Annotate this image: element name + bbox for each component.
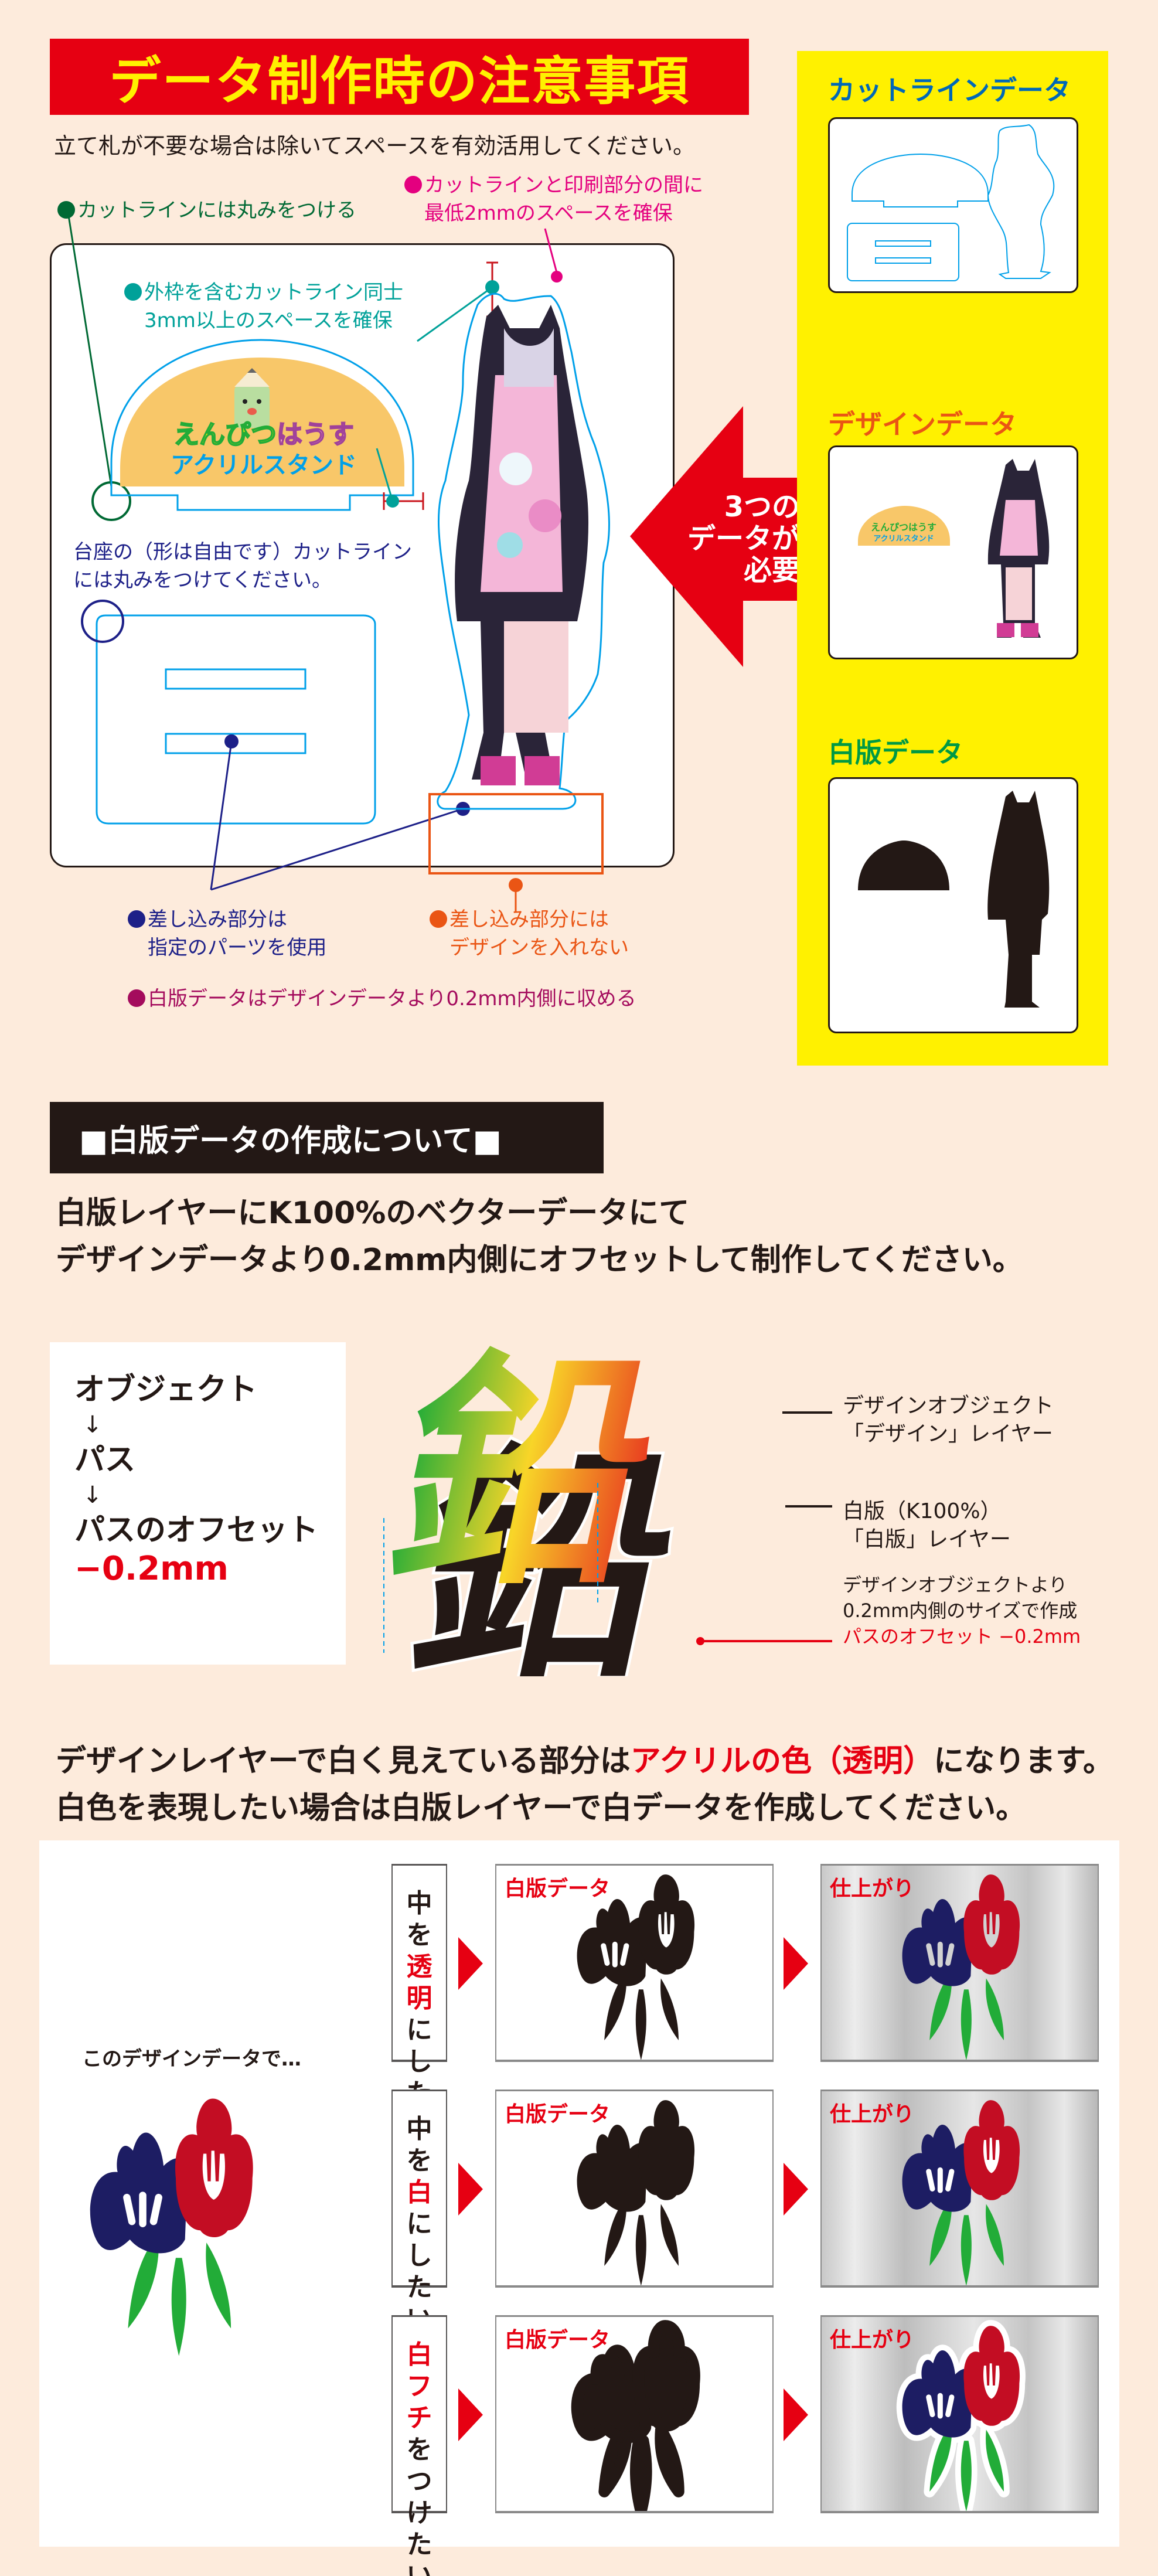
finish-frame: 仕上がり — [820, 1864, 1099, 2062]
frame-label: 仕上がり — [830, 2102, 915, 2126]
cutline-data-label: カットラインデータ — [828, 74, 1071, 106]
section-header-text: ■白版データの作成について■ — [79, 1123, 502, 1159]
purple-bullet-icon — [128, 989, 145, 1007]
note-text: 外枠を含むカットライン同士 — [144, 281, 403, 304]
step-path-offset: パスのオフセット — [74, 1513, 319, 1548]
note-text: 台座の（形は自由です）カットライン — [73, 540, 412, 564]
label-line: 0.2mm内側のサイズで作成 — [843, 1600, 1078, 1622]
note-line: 白色を表現したい場合は白版レイヤーで白データを作成してください。 — [56, 1791, 1027, 1826]
navy-bullet-icon — [128, 910, 145, 928]
frame-label: 白版データ — [505, 2328, 611, 2352]
note-text: 最低2mmのスペースを確保 — [424, 202, 673, 225]
svg-text:えんぴつはうす: えんぴつはうす — [871, 522, 936, 533]
label-line: 「白版」レイヤー — [843, 1527, 1011, 1551]
note-text: 差し込み部分は — [148, 908, 287, 931]
design-object-label: デザインオブジェクト 「デザイン」レイヤー — [843, 1392, 1054, 1448]
arrow-right-icon — [784, 1937, 808, 1990]
subtitle-text: 立て札が不要な場合は除いてスペースを有効活用してください。 — [54, 133, 696, 159]
row-label: 中を透明にしたい — [391, 1864, 447, 2140]
note-text: デザインを入れない — [449, 936, 629, 959]
label-line: デザインオブジェクトより — [843, 1574, 1068, 1596]
offset-glyph-illustration: 鉛 鉛 — [375, 1331, 832, 1676]
cutline-data-card — [828, 117, 1078, 293]
arrow-text-line: データが — [687, 522, 800, 555]
instruction-line: デザインデータより0.2mm内側にオフセットして制作してください。 — [56, 1243, 1023, 1278]
offset-steps-box: オブジェクト ↓ パス ↓ パスのオフセット −0.2mm — [50, 1342, 346, 1665]
frame-label: 仕上がり — [830, 2328, 915, 2352]
note-text: 差し込み部分には — [449, 908, 609, 931]
green-bullet-icon — [57, 201, 75, 219]
brand-logo: えんぴつはうす アクリルスタンド — [141, 419, 387, 480]
note-white-inside: 白版データはデザインデータより0.2mm内側に収める — [128, 985, 636, 1013]
design-data-preview: えんぴつはうす アクリルスタンド — [858, 459, 1050, 638]
white-data-frame: 白版データ — [495, 1864, 774, 2062]
note-text: カットラインと印刷部分の間に — [424, 173, 703, 197]
white-data-section-header: ■白版データの作成について■ — [50, 1102, 604, 1173]
note-text: カットラインには丸みをつける — [77, 199, 356, 222]
section-title-bar: データ制作時の注意事項 — [50, 39, 749, 115]
orange-bullet-icon — [430, 910, 447, 928]
note-text: 白版データはデザインデータより0.2mm内側に収める — [148, 987, 636, 1010]
note-part: デザインレイヤーで白く見えている部分は — [56, 1744, 631, 1779]
magenta-bullet-icon — [404, 176, 422, 193]
note-insert-no-design: 差し込み部分には デザインを入れない — [430, 906, 629, 962]
design-data-label: デザインデータ — [828, 409, 1017, 440]
label-line: 白版（K100%） — [843, 1499, 1002, 1523]
note-text: 3mm以上のスペースを確保 — [144, 309, 393, 332]
white-data-frame: 白版データ — [495, 2315, 774, 2513]
logo-brand-a: えんぴつ — [173, 419, 277, 450]
note-highlight: アクリルの色（透明） — [630, 1744, 934, 1779]
note-base-round: 台座の（形は自由です）カットライン には丸みをつけてください。 — [73, 538, 412, 594]
note-round-cutline: カットラインには丸みをつける — [57, 196, 356, 224]
down-arrow-icon: ↓ — [83, 1411, 103, 1438]
finish-frame: 仕上がり — [820, 2315, 1099, 2513]
frame-label: 仕上がり — [830, 1877, 915, 1901]
step-path: パス — [74, 1442, 136, 1478]
source-design-caption: このデザインデータで… — [82, 2047, 301, 2071]
note-text: には丸みをつけてください。 — [73, 569, 332, 592]
svg-text:アクリルスタンド: アクリルスタンド — [873, 534, 934, 543]
note-cutline-gap: 外枠を含むカットライン同士 3mm以上のスペースを確保 — [124, 278, 403, 335]
arrow-right-icon — [784, 2163, 808, 2216]
cutline-data-preview — [847, 124, 1055, 281]
white-data-preview — [858, 791, 1050, 1008]
arrow-text-line: 必要 — [743, 554, 800, 587]
white-data-instructions: 白版レイヤーにK100%のベクターデータにて デザインデータより0.2mm内側に… — [56, 1190, 1023, 1284]
teal-bullet-icon — [124, 283, 142, 301]
frame-label: 白版データ — [505, 1877, 611, 1901]
label-line: デザインオブジェクト — [843, 1394, 1054, 1418]
offset-value: −0.2mm — [74, 1550, 229, 1588]
white-data-frame: 白版データ — [495, 2090, 774, 2288]
instruction-line: 白版レイヤーにK100%のベクターデータにて — [56, 1196, 690, 1231]
logo-brand-b: はうす — [276, 419, 355, 450]
row-label: 白フチをつけたい — [391, 2315, 447, 2576]
down-arrow-icon: ↓ — [83, 1482, 103, 1509]
white-data-card — [828, 777, 1078, 1033]
offset-label: パスのオフセット −0.2mm — [843, 1625, 1081, 1648]
row-label: 中を白にしたい — [391, 2090, 447, 2334]
arrow-right-icon — [458, 2163, 483, 2216]
label-line: 「デザイン」レイヤー — [843, 1422, 1053, 1446]
layout-diagram — [67, 215, 797, 911]
design-data-card: えんぴつはうす アクリルスタンド — [828, 445, 1078, 659]
white-plate-label: 白版（K100%） 「白版」レイヤー — [843, 1498, 1011, 1554]
three-data-arrow-label: 3つの データが 必要 — [650, 491, 800, 586]
arrow-text-line: 3つの — [724, 491, 800, 523]
frame-label: 白版データ — [505, 2102, 611, 2126]
offset-description: デザインオブジェクトより 0.2mm内側のサイズで作成 パスのオフセット −0.… — [843, 1572, 1081, 1649]
logo-product: アクリルスタンド — [171, 452, 357, 479]
finish-frame: 仕上がり — [820, 2090, 1099, 2288]
note-insert-parts: 差し込み部分は 指定のパーツを使用 — [128, 906, 326, 962]
note-text: 指定のパーツを使用 — [148, 936, 327, 959]
arrow-right-icon — [784, 2388, 808, 2441]
arrow-right-icon — [458, 2388, 483, 2441]
note-print-gap: カットラインと印刷部分の間に 最低2mmのスペースを確保 — [404, 171, 703, 227]
section-title: データ制作時の注意事項 — [109, 50, 690, 111]
source-flower-design — [90, 2098, 253, 2356]
step-object: オブジェクト — [74, 1372, 258, 1407]
transparency-note: デザインレイヤーで白く見えている部分はアクリルの色（透明）になります。 白色を表… — [56, 1738, 1113, 1832]
note-part: になります。 — [934, 1744, 1113, 1779]
arrow-right-icon — [458, 1937, 483, 1990]
white-data-label: 白版データ — [828, 737, 963, 768]
